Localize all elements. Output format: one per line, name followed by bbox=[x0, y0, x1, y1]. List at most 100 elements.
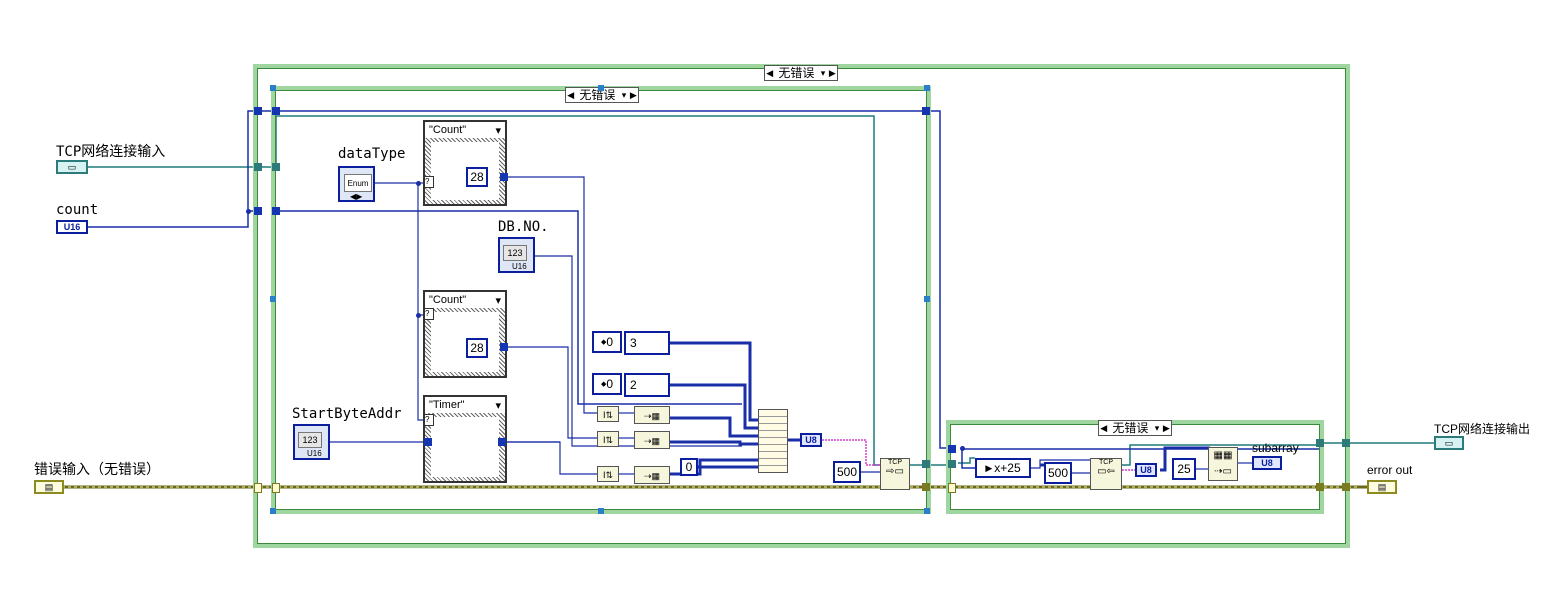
count-tunnel bbox=[948, 445, 956, 453]
byte-array-wires bbox=[822, 439, 1135, 471]
count-label: count bbox=[56, 202, 99, 218]
tcp-tunnel bbox=[1342, 439, 1350, 447]
case-selector[interactable]: "Count"▾ bbox=[425, 292, 505, 309]
frame-handle[interactable] bbox=[598, 508, 604, 514]
array2-index[interactable]: ◆0 bbox=[592, 373, 622, 395]
case-selector[interactable]: "Timer"▾ bbox=[425, 397, 505, 414]
array-wires bbox=[670, 341, 1210, 476]
shift-icon: ▶ bbox=[985, 462, 993, 473]
type-cast-node-3[interactable]: I⇅ bbox=[597, 466, 619, 482]
db-no-label: DB.NO. bbox=[498, 219, 549, 235]
tcp-read-node[interactable]: TCP ▭⇦ bbox=[1090, 458, 1122, 490]
tcp-write-node[interactable]: TCP ⇨▭ bbox=[880, 458, 910, 490]
count-tunnel bbox=[272, 107, 280, 115]
case-body bbox=[431, 142, 499, 200]
split-number-node-3[interactable]: ⇢▦ bbox=[634, 466, 670, 484]
case-body bbox=[431, 417, 499, 477]
build-array-node[interactable] bbox=[758, 409, 788, 473]
index-spin-icon: ◆ bbox=[600, 339, 607, 346]
frame-handle[interactable] bbox=[598, 85, 604, 91]
case-tunnel bbox=[498, 438, 506, 446]
tcp-out-terminal[interactable]: ▭ bbox=[1434, 436, 1464, 450]
case2-value[interactable]: 28 bbox=[466, 338, 488, 358]
datatype-control[interactable]: Enum ◀▶ bbox=[338, 166, 375, 202]
right-case-selector[interactable]: ◀ 无错误 ▾ ▶ bbox=[1098, 420, 1172, 436]
tcp-tunnel bbox=[1316, 439, 1324, 447]
split-number-node-2[interactable]: ⇢▦ bbox=[634, 431, 670, 449]
timeout-constant-2[interactable]: 500 bbox=[1044, 462, 1072, 484]
frame-handle[interactable] bbox=[924, 508, 930, 514]
add-constant-node[interactable]: ▶x+25 bbox=[975, 458, 1031, 478]
datatype-case-1[interactable]: "Count"▾ bbox=[423, 120, 507, 206]
error-cluster-icon: ▤ bbox=[1377, 481, 1387, 492]
prev-arrow-icon[interactable]: ◀ bbox=[1100, 423, 1108, 433]
u8-conversion-node-2[interactable]: U8 bbox=[1135, 463, 1157, 477]
array1-value[interactable]: 3 bbox=[624, 331, 670, 355]
error-out-terminal[interactable]: ▤ bbox=[1367, 480, 1397, 494]
error-tunnel bbox=[1316, 483, 1324, 491]
array2-value[interactable]: 2 bbox=[624, 373, 670, 397]
count-tunnel bbox=[922, 107, 930, 115]
error-cluster-icon: ▤ bbox=[44, 481, 54, 492]
dropdown-icon[interactable]: ▾ bbox=[820, 68, 826, 78]
case1-value[interactable]: 28 bbox=[466, 167, 488, 187]
type-cast-node-1[interactable]: I⇅ bbox=[597, 406, 619, 422]
wire-junction bbox=[416, 313, 421, 318]
next-arrow-icon[interactable]: ▶ bbox=[629, 90, 637, 100]
tcp-read-icon: TCP bbox=[1099, 459, 1113, 466]
db-no-control[interactable]: 123 U16 bbox=[498, 237, 535, 273]
case-tunnel bbox=[500, 173, 508, 181]
case-body bbox=[431, 312, 499, 372]
frame-handle[interactable] bbox=[270, 85, 276, 91]
tcp-in-terminal[interactable]: ▭ bbox=[56, 160, 88, 174]
zero-constant[interactable]: 0 bbox=[680, 458, 698, 476]
tcp-out-label: TCP网络连接输出 bbox=[1434, 422, 1531, 436]
dropdown-icon[interactable]: ▾ bbox=[621, 90, 627, 100]
length-constant[interactable]: 25 bbox=[1172, 458, 1196, 480]
tcp-tunnel bbox=[922, 460, 930, 468]
subarray-label: subarray bbox=[1252, 441, 1299, 455]
type-cast-node-2[interactable]: I⇅ bbox=[597, 431, 619, 447]
array1-index[interactable]: ◆0 bbox=[592, 331, 622, 353]
db-no-type: U16 bbox=[512, 262, 527, 271]
dropdown-icon[interactable]: ▾ bbox=[495, 124, 501, 137]
error-tunnel bbox=[948, 483, 956, 493]
frame-handle[interactable] bbox=[924, 296, 930, 302]
array-subset-node[interactable]: ▦▦⇢▭ bbox=[1208, 447, 1238, 481]
u8-conversion-node[interactable]: U8 bbox=[800, 433, 822, 447]
tcp-tunnel bbox=[272, 163, 280, 171]
error-tunnel bbox=[1342, 483, 1350, 491]
count-tunnel bbox=[272, 207, 280, 215]
split-number-node-1[interactable]: ⇢▦ bbox=[634, 406, 670, 424]
count-terminal[interactable]: U16 bbox=[56, 220, 88, 234]
error-tunnel bbox=[254, 483, 262, 493]
start-byte-addr-control[interactable]: 123 U16 bbox=[293, 424, 330, 460]
numeric-icon: 123 bbox=[298, 432, 322, 448]
dropdown-icon[interactable]: ▾ bbox=[495, 399, 501, 412]
error-in-label: 错误输入（无错误） bbox=[34, 462, 160, 478]
timeout-wires bbox=[861, 459, 1252, 474]
read-icon: ▭⇦ bbox=[1097, 466, 1115, 477]
case-tunnel bbox=[424, 438, 432, 446]
outer-case-selector[interactable]: ◀ 无错误 ▾ ▶ bbox=[764, 65, 838, 81]
next-arrow-icon[interactable]: ▶ bbox=[1162, 423, 1170, 433]
case-selector[interactable]: "Count"▾ bbox=[425, 122, 505, 139]
dropdown-icon[interactable]: ▾ bbox=[1154, 423, 1160, 433]
prev-arrow-icon[interactable]: ◀ bbox=[766, 68, 774, 78]
subarray-indicator[interactable]: U8 bbox=[1252, 456, 1282, 470]
enum-icon: Enum bbox=[344, 174, 372, 192]
count-tunnel bbox=[254, 107, 262, 115]
timeout-constant-1[interactable]: 500 bbox=[833, 461, 861, 483]
selector-terminal: ? bbox=[424, 414, 434, 426]
datatype-case-2[interactable]: "Count"▾ bbox=[423, 290, 507, 378]
frame-handle[interactable] bbox=[270, 508, 276, 514]
wire-junction bbox=[246, 209, 251, 214]
prev-arrow-icon[interactable]: ◀ bbox=[567, 90, 575, 100]
dropdown-icon[interactable]: ▾ bbox=[495, 294, 501, 307]
frame-handle[interactable] bbox=[270, 296, 276, 302]
error-out-label: error out bbox=[1367, 463, 1413, 477]
error-in-terminal[interactable]: ▤ bbox=[34, 480, 64, 494]
datatype-case-3[interactable]: "Timer"▾ bbox=[423, 395, 507, 483]
frame-handle[interactable] bbox=[924, 85, 930, 91]
next-arrow-icon[interactable]: ▶ bbox=[828, 68, 836, 78]
